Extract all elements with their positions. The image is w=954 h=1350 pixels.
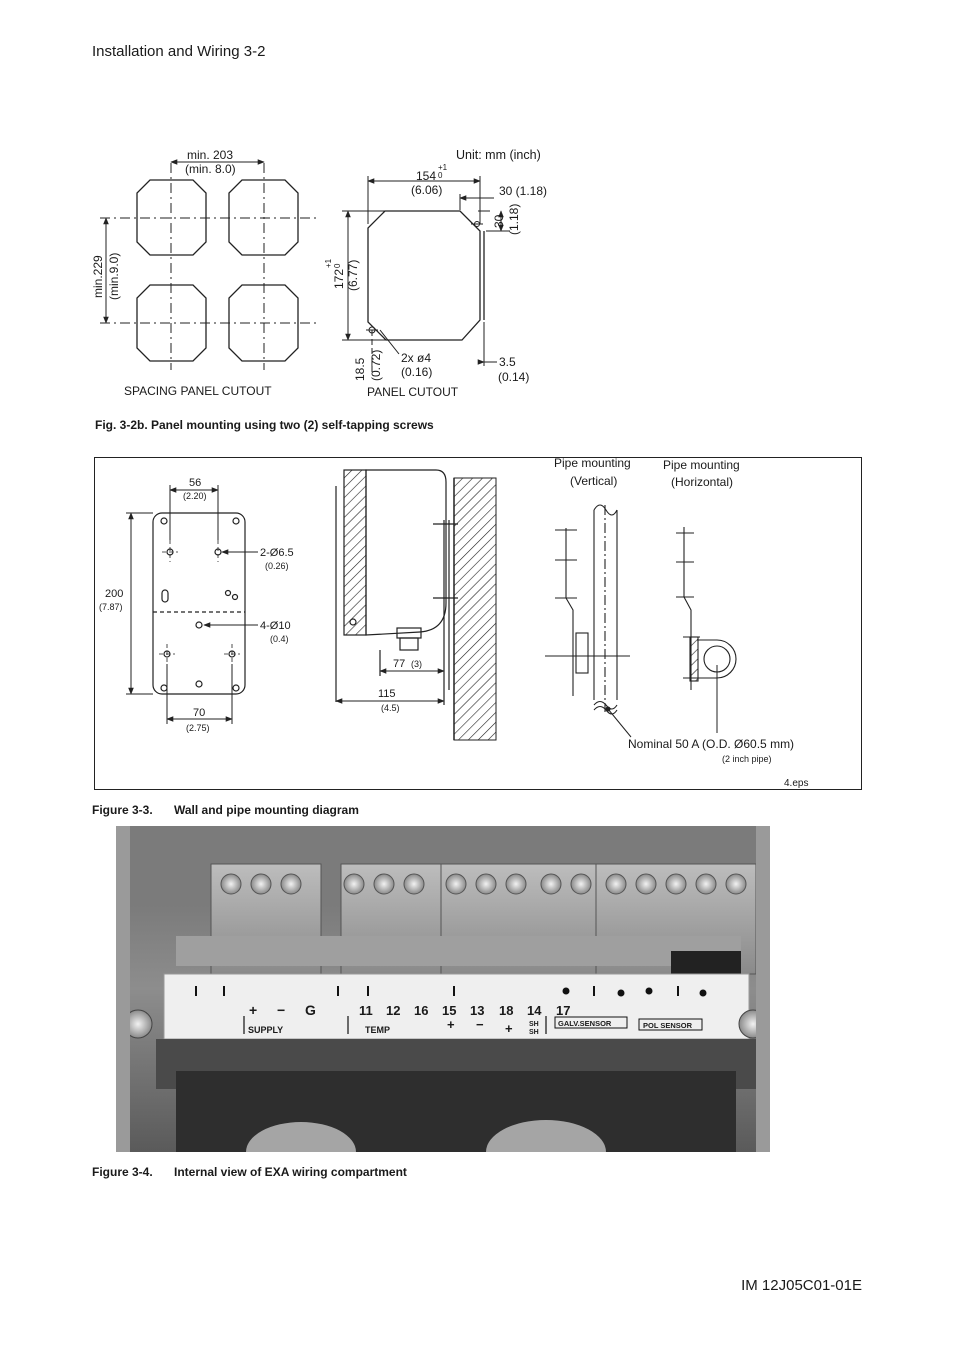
nominal-pipe-sub: (2 inch pipe) [722, 754, 772, 764]
pipe-horizontal-drawing [676, 527, 737, 690]
sh-label-1: SH [529, 1021, 539, 1028]
plate-height-sub: (7.87) [99, 602, 123, 612]
sign-18: + [505, 1021, 513, 1036]
sign-13: − [476, 1017, 484, 1032]
terminal-15: 15 [442, 1003, 456, 1018]
plate-centerlines [159, 540, 240, 664]
plate-dimensions [126, 485, 258, 724]
hole-offset-sub: (0.72) [369, 350, 383, 381]
cutout-width-tol-up: +1 [438, 163, 448, 172]
pipe-vertical-line1: Pipe mounting [554, 457, 631, 470]
spacing-centerlines [100, 163, 318, 370]
plate-holes-b-main: 4-Ø10 [260, 620, 291, 632]
sign-15: + [447, 1017, 455, 1032]
plate-holes-a-main: 2-Ø6.5 [260, 547, 294, 559]
pipe-horizontal-line2: (Horizontal) [671, 475, 733, 489]
wall-pipe-mounting-frame [94, 457, 862, 790]
cutout-width-main: 154 [416, 169, 436, 183]
cutout-corner-v-main: 30 [492, 214, 506, 228]
spacing-width-main: min. 203 [187, 148, 233, 162]
cutout-height-tol-down: 0 [333, 263, 342, 268]
cutout-corner-h: 30 (1.18) [499, 184, 547, 198]
cutout-width-tol-down: 0 [438, 171, 443, 180]
panel-cutout-shape [367, 210, 485, 341]
instrument-side-view [335, 469, 458, 705]
cutout-width-sub: (6.06) [411, 183, 442, 197]
fig-3-3-caption-number: Figure 3-3. [92, 803, 153, 817]
sh-label-2: SH [529, 1029, 539, 1036]
cutout-height-main: 172 [332, 269, 346, 289]
wall-pipe-mounting-diagram: 56 (2.20) 2-Ø6.5 (0.26) 200 (7.87) 4-Ø10… [99, 457, 808, 789]
plate-holes-b-sub: (0.4) [270, 634, 289, 644]
plate-bottom-width-sub: (2.75) [186, 723, 210, 733]
panel-mounting-diagram: min. 203 (min. 8.0) min.229 (min.9.0) SP… [91, 148, 547, 399]
cutout-hole-marks [366, 221, 483, 334]
spacing-width-sub: (min. 8.0) [185, 162, 236, 176]
page-header: Installation and Wiring 3-2 [92, 43, 266, 60]
wiring-compartment-photo: + − G SUPPLY 11 12 16 TEMP 15 13 18 14 +… [116, 826, 770, 1152]
cutout-height-tol-up: +1 [324, 258, 333, 268]
thickness-main: 3.5 [499, 355, 516, 369]
fig-3-4-caption-text: Internal view of EXA wiring compartment [174, 1165, 407, 1179]
terminal-18: 18 [499, 1003, 513, 1018]
spacing-dimensions [103, 159, 265, 324]
plate-holes-a-sub: (0.26) [265, 561, 289, 571]
fig-3-2b-caption: Fig. 3-2b. Panel mounting using two (2) … [95, 418, 434, 432]
nominal-pipe-main: Nominal 50 A (O.D. Ø60.5 mm) [628, 737, 794, 751]
spacing-height-main: min.229 [91, 255, 105, 298]
terminal-supply-minus: − [277, 1002, 285, 1018]
terminal-supply-g: G [305, 1002, 316, 1018]
cutout-height-sub: (6.77) [346, 260, 360, 291]
terminal-12: 12 [386, 1003, 400, 1018]
side-depth-a-sub: (3) [411, 659, 422, 669]
thickness-sub: (0.14) [498, 370, 529, 384]
plate-bottom-width-main: 70 [193, 707, 205, 719]
plate-top-width-main: 56 [189, 477, 201, 489]
fig-3-3-caption-text: Wall and pipe mounting diagram [174, 803, 359, 817]
terminal-14: 14 [527, 1003, 542, 1018]
pipe-vertical-drawing [545, 504, 630, 715]
cutout-corner-v-sub: (1.18) [507, 204, 521, 235]
supply-label: SUPPLY [248, 1025, 283, 1035]
pol-sensor-label: POL SENSOR [643, 1021, 693, 1030]
terminal-supply-plus: + [249, 1002, 257, 1018]
spacing-cutout-shapes [136, 179, 299, 362]
side-dimensions [335, 668, 445, 704]
unit-label: Unit: mm (inch) [456, 148, 541, 162]
galv-sensor-label: GALV.SENSOR [558, 1019, 612, 1028]
terminal-17: 17 [556, 1003, 570, 1018]
pipe-horizontal-line1: Pipe mounting [663, 458, 740, 472]
hole-offset-main: 18.5 [353, 357, 367, 381]
fig-3-4-caption-number: Figure 3-4. [92, 1165, 153, 1179]
terminal-13: 13 [470, 1003, 484, 1018]
temp-label: TEMP [365, 1025, 390, 1035]
terminal-16: 16 [414, 1003, 428, 1018]
spacing-height-sub: (min.9.0) [107, 253, 121, 300]
plate-top-width-sub: (2.20) [183, 491, 207, 501]
side-depth-a-main: 77 [393, 658, 405, 670]
panel-cutout-dimensions [342, 176, 510, 372]
holes-main: 2x ø4 [401, 351, 431, 365]
pipe-vertical-line2: (Vertical) [570, 474, 617, 488]
document-id: IM 12J05C01-01E [741, 1277, 862, 1294]
spacing-cutout-label: SPACING PANEL CUTOUT [124, 384, 272, 398]
holes-sub: (0.16) [401, 365, 432, 379]
panel-cutout-label: PANEL CUTOUT [367, 385, 459, 399]
eps-file-label: 4.eps [784, 778, 808, 789]
side-depth-b-main: 115 [378, 688, 396, 700]
wall-hatch [453, 477, 497, 741]
side-depth-b-sub: (4.5) [381, 703, 400, 713]
terminal-11: 11 [359, 1003, 373, 1018]
plate-height-main: 200 [105, 588, 123, 600]
